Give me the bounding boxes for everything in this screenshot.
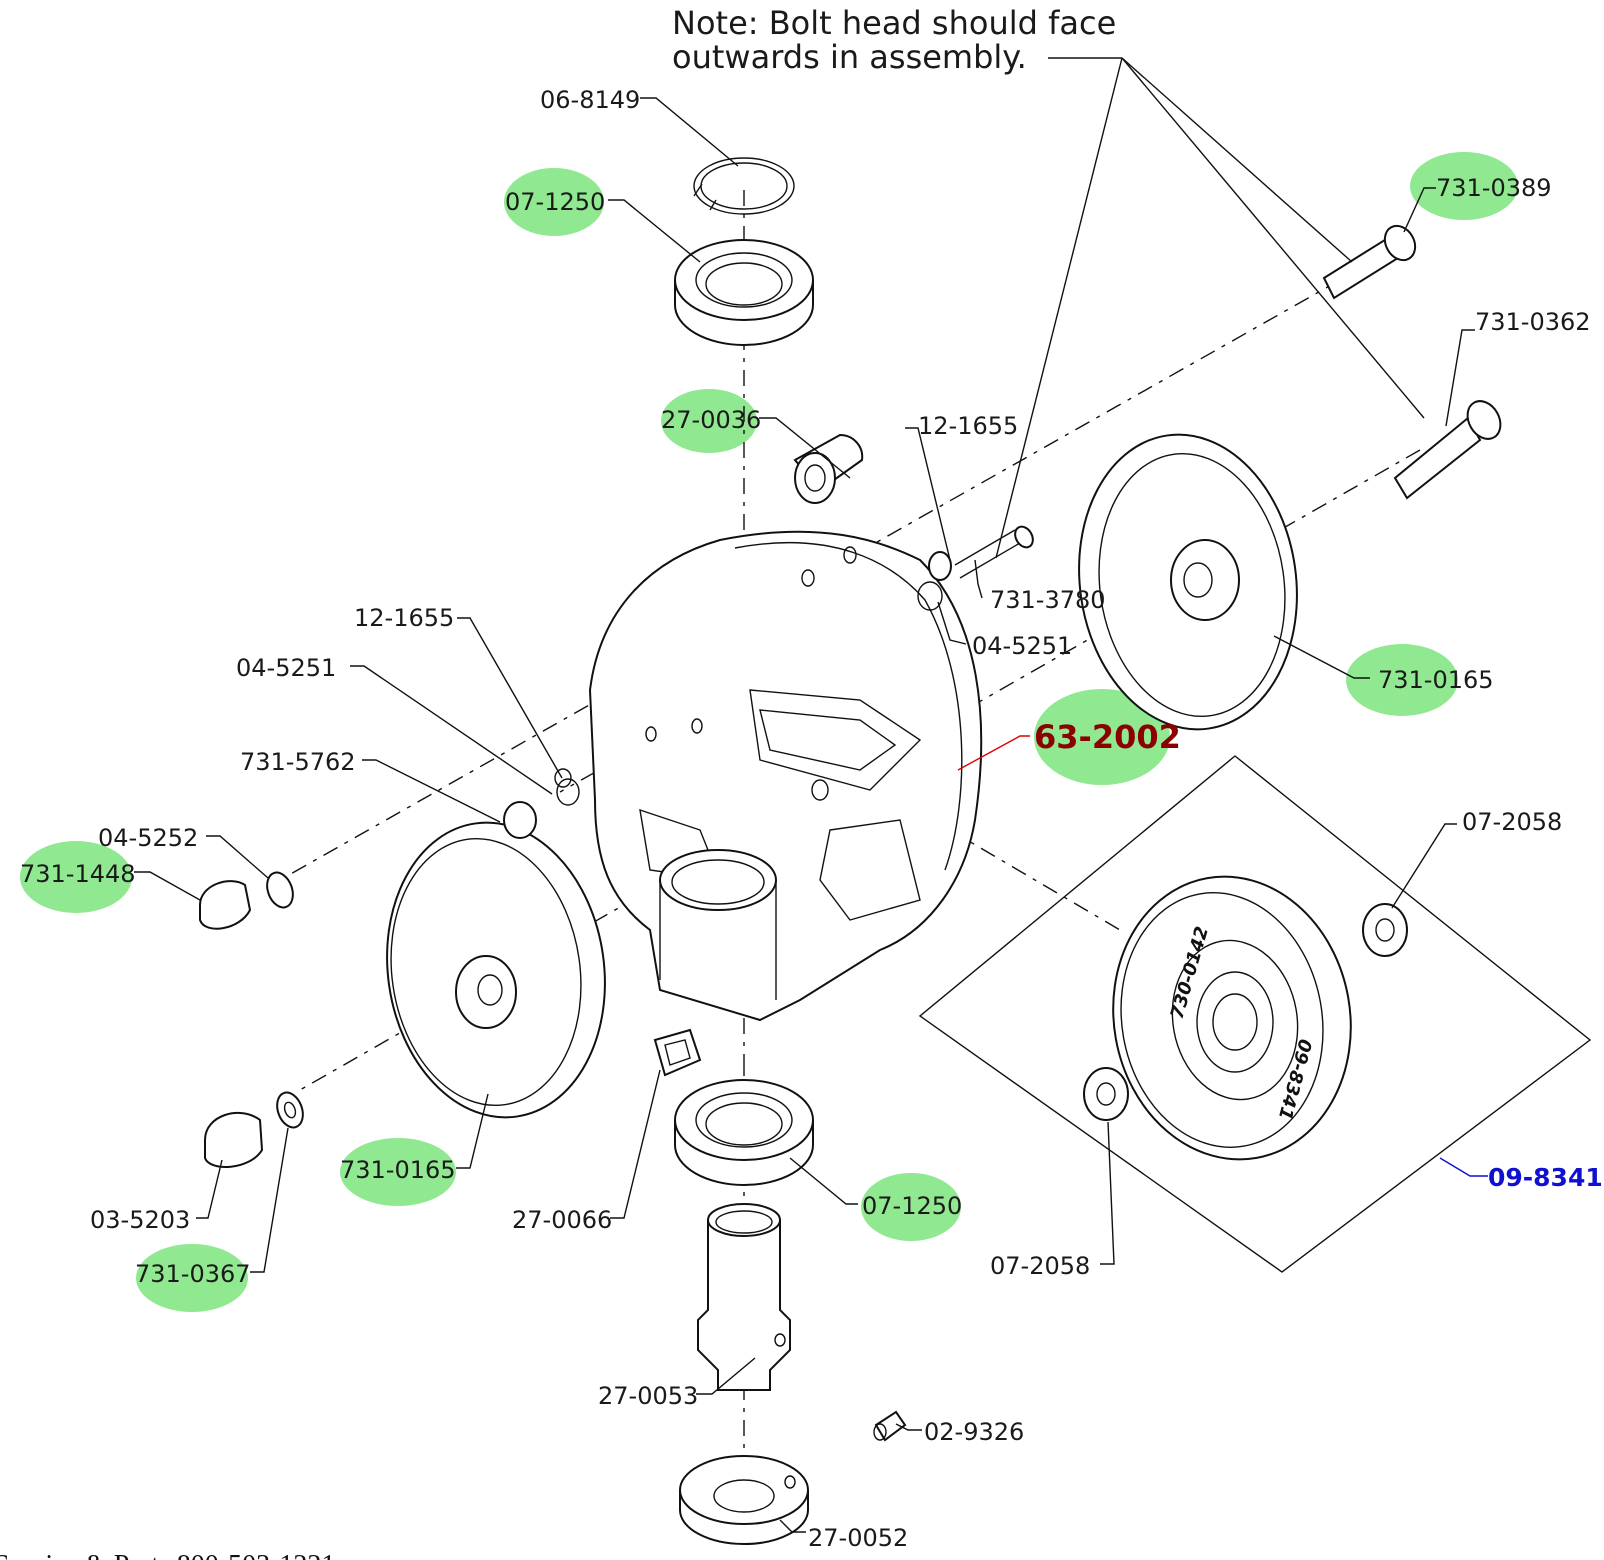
label-731-0362: 731-0362: [1475, 308, 1591, 336]
label-731-3780: 731-3780: [990, 586, 1106, 614]
set-screw-02-9326: [873, 1410, 907, 1442]
label-07-1250-top: 07-1250: [505, 188, 605, 216]
washer-27-0052: [679, 1455, 809, 1545]
left-fasteners: [199, 768, 580, 1169]
assembly-note-line2: outwards in assembly.: [672, 38, 1027, 76]
label-07-2058-right: 07-2058: [1462, 808, 1562, 836]
bolt-731-0362: [1393, 400, 1502, 500]
label-731-0165-right: 731-0165: [1378, 666, 1494, 694]
label-03-5203: 03-5203: [90, 1206, 190, 1234]
label-07-2058-left: 07-2058: [990, 1252, 1090, 1280]
label-07-1250-bottom: 07-1250: [862, 1192, 962, 1220]
label-731-5762: 731-5762: [240, 748, 356, 776]
housing-63-2002: [588, 530, 983, 1022]
key-27-0066: [653, 1028, 702, 1077]
left-wheel-731-0165: [386, 821, 606, 1119]
label-06-8149: 06-8149: [540, 86, 640, 114]
part-drawings: 730-0142 09-8341: [199, 157, 1592, 1545]
assembly-note-line1: Note: Bolt head should face: [672, 4, 1116, 42]
label-27-0052: 27-0052: [808, 1524, 908, 1552]
label-731-0165-left: 731-0165: [340, 1156, 456, 1184]
label-02-9326: 02-9326: [924, 1418, 1024, 1446]
right-wheel-731-0165: [1078, 433, 1298, 731]
leader-lines: [134, 57, 1488, 1533]
label-04-5251-left: 04-5251: [236, 654, 336, 682]
label-731-0367: 731-0367: [135, 1260, 251, 1288]
snap-ring-06-8149: [693, 157, 795, 215]
label-731-0389: 731-0389: [1436, 174, 1552, 202]
label-04-5252: 04-5252: [98, 824, 198, 852]
label-12-1655-right: 12-1655: [918, 412, 1018, 440]
spacer-27-0036: [793, 433, 864, 504]
bolt-731-0389: [1322, 224, 1417, 300]
pulley-assembly-09-8341: 730-0142 09-8341: [918, 755, 1592, 1273]
label-27-0053: 27-0053: [598, 1382, 698, 1410]
label-12-1655-left: 12-1655: [354, 604, 454, 632]
label-sub-assembly-09-8341: 09-8341: [1488, 1163, 1603, 1192]
bottom-bearing-07-1250: [674, 1079, 814, 1186]
service-phone-footer: Service & Parts 800-503-1221: [0, 1550, 335, 1560]
label-highlights: [20, 152, 1518, 1312]
label-04-5251-right: 04-5251: [972, 632, 1072, 660]
bolt-731-3780: [917, 525, 1034, 611]
part-labels: 06-8149 07-1250 27-0036 12-1655 731-3780…: [20, 86, 1603, 1552]
label-27-0066: 27-0066: [512, 1206, 612, 1234]
label-main-part-63-2002: 63-2002: [1034, 718, 1181, 756]
top-bearing-07-1250: [674, 239, 814, 346]
label-731-1448: 731-1448: [20, 860, 136, 888]
shaft-27-0053: [697, 1203, 791, 1391]
label-27-0036: 27-0036: [661, 406, 761, 434]
